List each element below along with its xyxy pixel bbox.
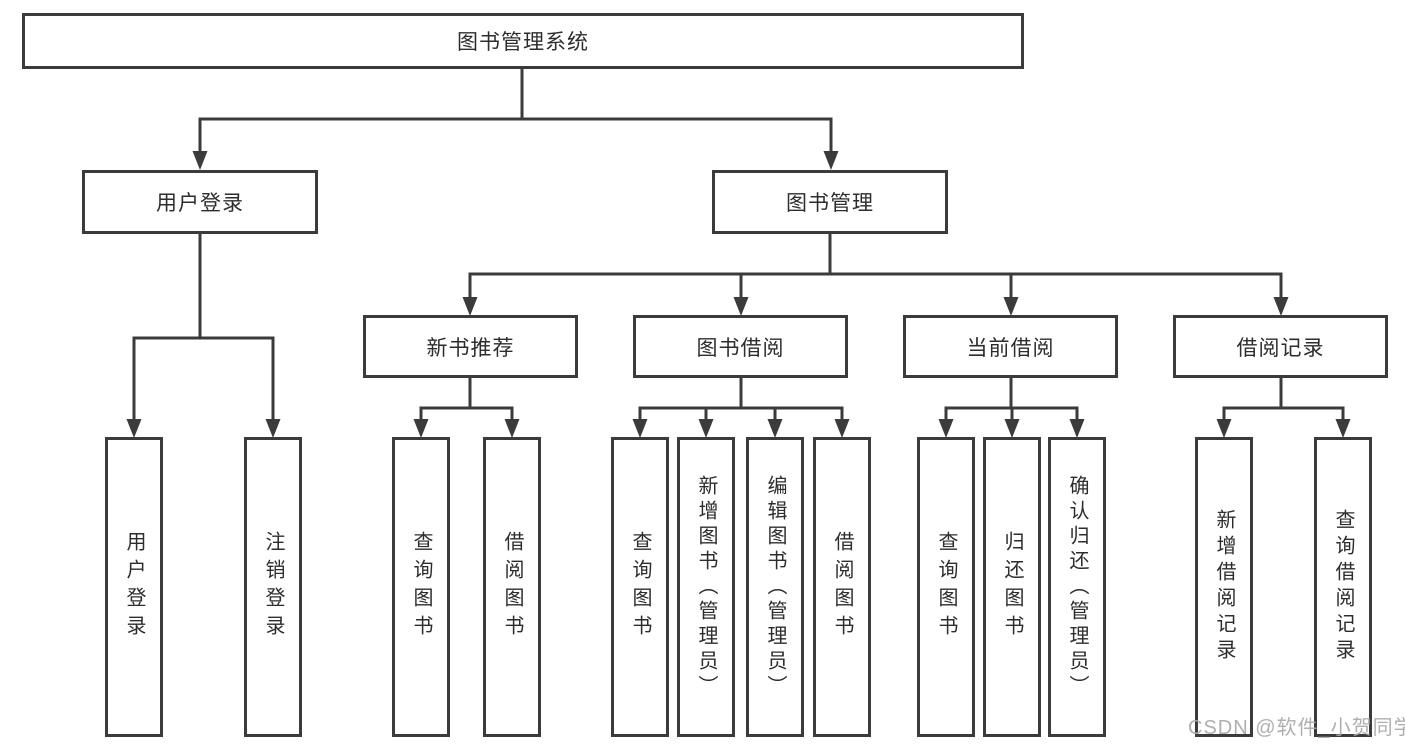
leaf-return-books: 归还图书 — [983, 437, 1041, 737]
node-current-borrow-label: 当前借阅 — [966, 336, 1055, 360]
node-new-book-recommend-label: 新书推荐 — [426, 336, 515, 360]
leaf-query-books-1-label: 查询图书 — [410, 531, 432, 643]
leaf-query-books-2-label: 查询图书 — [629, 531, 651, 643]
leaf-borrow-books-1-label: 借阅图书 — [501, 531, 523, 643]
leaf-borrow-books-1: 借阅图书 — [483, 437, 541, 737]
node-book-management-label: 图书管理 — [786, 192, 874, 215]
node-user-login: 用户登录 — [82, 170, 318, 234]
leaf-add-borrow-record: 新增借阅记录 — [1195, 437, 1253, 737]
node-book-borrow: 图书借阅 — [633, 315, 848, 378]
leaf-add-books-admin: 新增图书（管理员） — [677, 437, 735, 737]
node-current-borrow: 当前借阅 — [903, 315, 1118, 378]
node-book-management: 图书管理 — [712, 170, 948, 234]
leaf-user-login: 用户登录 — [105, 437, 163, 737]
leaf-query-books-3-label: 查询图书 — [935, 531, 957, 643]
node-new-book-recommend: 新书推荐 — [363, 315, 578, 378]
watermark: CSDN @软件_小贺同学 — [1188, 717, 1405, 739]
leaf-edit-books-admin: 编辑图书（管理员） — [746, 437, 804, 737]
leaf-query-borrow-record-label: 查询借阅记录 — [1332, 509, 1354, 665]
node-user-login-label: 用户登录 — [156, 192, 244, 215]
leaf-query-books-1: 查询图书 — [392, 437, 450, 737]
leaf-query-borrow-record: 查询借阅记录 — [1314, 437, 1372, 737]
leaf-user-login-label: 用户登录 — [123, 531, 145, 643]
leaf-logout: 注销登录 — [244, 437, 302, 737]
leaf-borrow-books-2-label: 借阅图书 — [831, 531, 853, 643]
leaf-logout-label: 注销登录 — [262, 531, 284, 643]
leaf-confirm-return-admin-label: 确认归还（管理员） — [1066, 474, 1088, 700]
leaf-edit-books-admin-label: 编辑图书（管理员） — [764, 474, 786, 700]
node-root: 图书管理系统 — [22, 13, 1024, 69]
leaf-add-borrow-record-label: 新增借阅记录 — [1213, 509, 1235, 665]
node-book-borrow-label: 图书借阅 — [696, 336, 785, 360]
leaf-confirm-return-admin: 确认归还（管理员） — [1048, 437, 1106, 737]
leaf-add-books-admin-label: 新增图书（管理员） — [695, 474, 717, 700]
leaf-query-books-2: 查询图书 — [611, 437, 669, 737]
node-borrow-records: 借阅记录 — [1173, 315, 1388, 378]
node-root-label: 图书管理系统 — [457, 31, 589, 54]
leaf-borrow-books-2: 借阅图书 — [813, 437, 871, 737]
node-borrow-records-label: 借阅记录 — [1236, 336, 1325, 360]
leaf-query-books-3: 查询图书 — [917, 437, 975, 737]
leaf-return-books-label: 归还图书 — [1001, 531, 1023, 643]
